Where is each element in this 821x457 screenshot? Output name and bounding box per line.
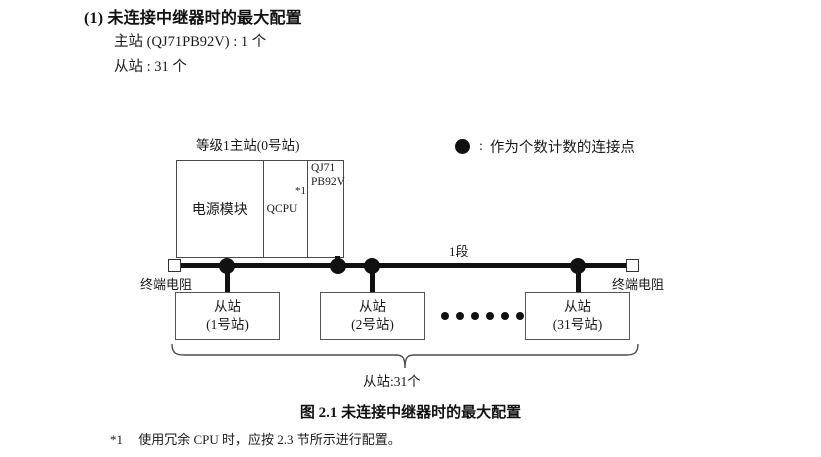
- spec-line-master: 主站 (QJ71PB92V) : 1 个: [114, 34, 267, 50]
- terminal-resistor-left-label: 终端电阻: [140, 277, 193, 292]
- connection-dot: [570, 258, 586, 274]
- cpu-module-cell: QCPU *1: [264, 161, 308, 257]
- terminal-resistor-right-label: 终端电阻: [612, 277, 665, 292]
- segment-label: 1段: [449, 244, 469, 259]
- slave-station-title: 从站: [214, 299, 241, 314]
- cpu-module-label: QCPU: [266, 203, 298, 215]
- slave-count-label: 从站:31个: [363, 374, 421, 389]
- master-station-caption: 等级1主站(0号站): [196, 138, 300, 153]
- slave-station-number: (2号站): [351, 317, 394, 332]
- connection-dot: [364, 258, 380, 274]
- slave-drop-line: [224, 268, 230, 292]
- slave-station-title: 从站: [564, 299, 591, 314]
- connection-dot: [219, 258, 235, 274]
- slave-station-title: 从站: [359, 299, 386, 314]
- slave-station-box: 从站 (31号站): [525, 292, 630, 340]
- legend: : 作为个数计数的连接点: [455, 136, 635, 157]
- network-module-label-line2: PB92V: [311, 176, 345, 188]
- network-module-cell: QJ71 PB92V: [308, 161, 345, 257]
- filled-circle-icon: [455, 139, 470, 154]
- slave-count-brace: [170, 344, 640, 370]
- slave-station-box: 从站 (1号站): [175, 292, 280, 340]
- heading-block: (1) 未连接中继器时的最大配置 主站 (QJ71PB92V) : 1 个 从站…: [84, 8, 604, 80]
- legend-colon: :: [479, 138, 483, 154]
- terminal-resistor-left-icon: [168, 259, 181, 272]
- spec-line-slave: 从站 : 31 个: [114, 59, 187, 75]
- slave-drop-line: [575, 268, 581, 292]
- connection-dot: [330, 258, 346, 274]
- cpu-footnote-marker: *1: [295, 185, 306, 197]
- footnote: *1 使用冗余 CPU 时，应按 2.3 节所示进行配置。: [110, 429, 401, 448]
- slave-station-box: 从站 (2号站): [320, 292, 425, 340]
- bus-line: [178, 263, 628, 268]
- ellipsis-icon: [441, 312, 524, 320]
- slave-station-number: (1号站): [206, 317, 249, 332]
- slave-station-number: (31号站): [552, 317, 603, 332]
- footnote-marker: *1: [110, 432, 123, 447]
- figure-caption: 图 2.1 未连接中继器时的最大配置: [299, 405, 522, 421]
- slave-drop-line: [369, 268, 375, 292]
- network-module-label-line1: QJ71: [311, 162, 336, 174]
- power-module-cell: 电源模块: [177, 161, 264, 257]
- section-title: (1) 未连接中继器时的最大配置: [84, 10, 302, 27]
- footnote-text: 使用冗余 CPU 时，应按 2.3 节所示进行配置。: [138, 432, 401, 447]
- master-station-box: 电源模块 QCPU *1 QJ71 PB92V: [176, 160, 345, 258]
- terminal-resistor-right-icon: [626, 259, 639, 272]
- legend-label: 作为个数计数的连接点: [489, 140, 635, 156]
